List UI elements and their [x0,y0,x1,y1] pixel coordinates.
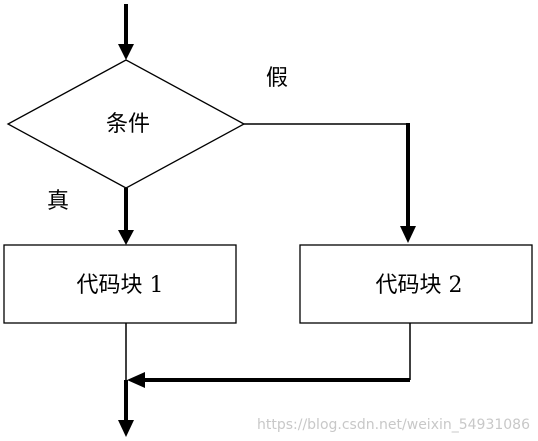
code-block-1 [3,244,237,324]
code-block-2-label: 代码块 2 [376,273,463,298]
entry-arrow-head [118,44,134,60]
code-block-1-label: 代码块 1 [77,273,164,298]
exit-arrow-head [118,420,134,437]
merge-arrow-head [127,372,145,388]
code-block-2 [299,244,533,324]
condition-label: 条件 [106,112,150,137]
true-label: 真 [47,189,69,214]
true-branch-arrow-head [118,230,134,245]
false-label: 假 [266,66,288,91]
false-branch-arrow-head [400,226,416,243]
watermark-text: https://blog.csdn.net/weixin_54931086 [257,417,530,433]
